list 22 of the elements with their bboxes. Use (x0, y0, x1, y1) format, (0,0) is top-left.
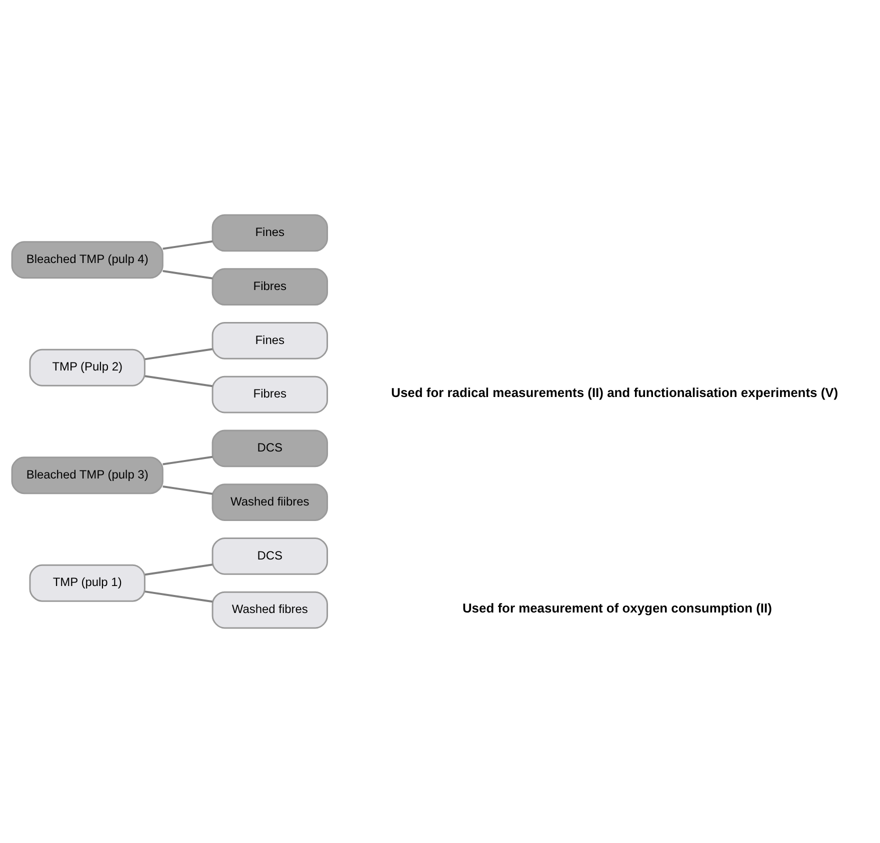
node-box: Fibres (212, 268, 328, 306)
node-box: Bleached TMP (pulp 4) (11, 241, 164, 279)
connector (162, 456, 213, 466)
label: Used for radical measurements (II) and functionalisation experiments (V) (391, 384, 838, 400)
node-box: Fibres (212, 376, 328, 414)
node-box: TMP (Pulp 2) (29, 348, 146, 386)
connector (144, 348, 213, 360)
node-box: TMP (pulp 1) (29, 564, 146, 602)
connector (144, 590, 213, 603)
connector (144, 564, 213, 576)
node-box: Washed fibres (212, 591, 328, 629)
node-box: Bleached TMP (pulp 3) (11, 456, 164, 494)
node-box: DCS (212, 537, 328, 575)
connector (162, 270, 213, 280)
node-box: Fines (212, 214, 328, 252)
connector (162, 240, 213, 250)
connector (144, 375, 213, 388)
node-box: DCS (212, 430, 328, 468)
label: Used for measurement of oxygen consumption (II) (462, 600, 772, 616)
node-box: Fines (212, 322, 328, 360)
connector (162, 486, 213, 495)
node-box: Washed fiibres (212, 484, 328, 522)
